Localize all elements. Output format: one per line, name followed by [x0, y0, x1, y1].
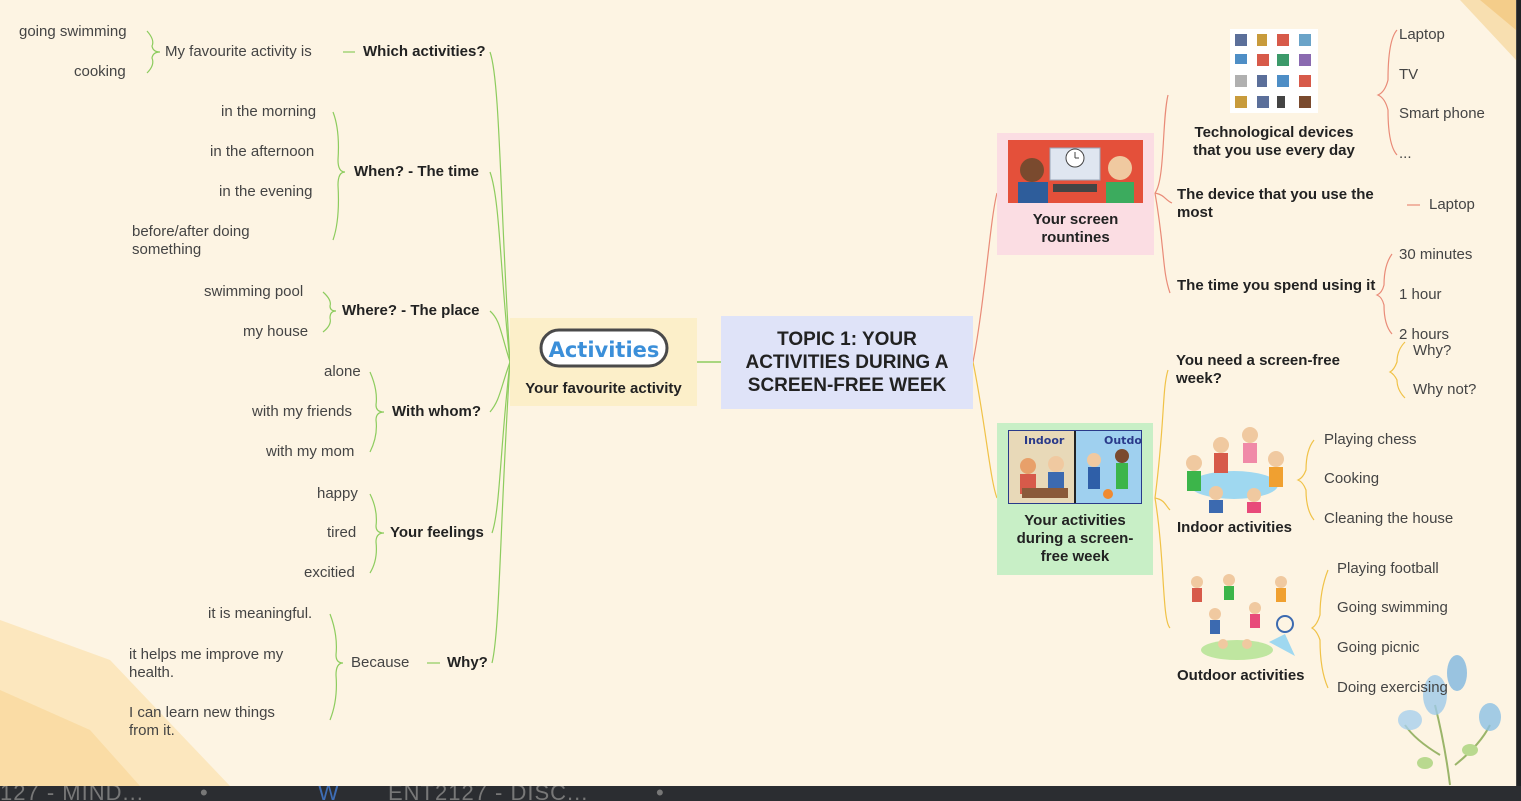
- why-item-1: it is meaningful.: [208, 605, 313, 622]
- whom-item-3: with my mom: [266, 443, 355, 460]
- where-item-1: swimming pool: [204, 283, 304, 300]
- outdoor-item-1: Playing football: [1337, 560, 1439, 577]
- indoor-item-3: Cleaning the house: [1324, 510, 1454, 527]
- node-screen-free-activities[interactable]: Indoor Outdoor Your activities during a …: [997, 423, 1153, 575]
- node-screen-routines-label: Your screen rountines: [1032, 211, 1119, 246]
- whom-item-2: with my friends: [252, 403, 353, 420]
- branch-outdoor[interactable]: Outdoor activities: [1177, 667, 1305, 684]
- taskbar-separator-1: •: [200, 786, 209, 801]
- most-used-item: Laptop: [1429, 196, 1475, 213]
- indoor-item-1: Playing chess: [1324, 431, 1417, 448]
- node-screen-routines[interactable]: Your screen rountines: [997, 133, 1154, 255]
- feelings-item-2: tired: [327, 524, 357, 541]
- where-item-2: my house: [243, 323, 309, 340]
- indoor-kids-image-icon: [1186, 427, 1284, 513]
- svg-text:Activities: Activities: [548, 338, 659, 362]
- which-item-1: going swimming: [19, 23, 127, 40]
- taskbar-item-1[interactable]: 127 - MIND...: [0, 786, 144, 801]
- node-favourite-activity-label: Your favourite activity: [525, 380, 682, 397]
- taskbar-item-2[interactable]: ENT2127 - DISC...: [388, 786, 589, 801]
- time-item-1: 30 minutes: [1399, 246, 1473, 263]
- when-item-3: in the evening: [219, 183, 313, 200]
- outdoor-item-4: Doing exercising: [1337, 679, 1448, 696]
- decorative-corner-bottom-left: [0, 620, 230, 786]
- why-item-2: it helps me improve my health.: [129, 646, 284, 681]
- branch-feelings[interactable]: Your feelings: [390, 524, 484, 541]
- device-item-2: TV: [1399, 66, 1419, 83]
- branch-devices[interactable]: Technological devices that you use every…: [1193, 124, 1355, 159]
- branch-need-screen-free[interactable]: You need a screen-free week?: [1176, 352, 1340, 387]
- branch-most-used[interactable]: The device that you use the most: [1177, 186, 1374, 221]
- device-item-4: ...: [1399, 145, 1412, 162]
- decorative-flower-icon: [1398, 655, 1501, 786]
- devices-grid-icon: [1230, 29, 1318, 113]
- when-item-2: in the afternoon: [210, 143, 315, 160]
- branch-when[interactable]: When? - The time: [354, 163, 479, 180]
- svg-text:Indoor: Indoor: [1024, 434, 1065, 447]
- outdoor-item-3: Going picnic: [1337, 639, 1420, 656]
- when-item-1: in the morning: [221, 103, 317, 120]
- which-item-2: cooking: [74, 63, 126, 80]
- device-item-3: Smart phone: [1399, 105, 1485, 122]
- branch-lines: [146, 29, 1420, 721]
- taskbar-app-icon[interactable]: W: [318, 786, 340, 801]
- indoor-outdoor-image-icon: Indoor Outdoor: [1008, 430, 1142, 504]
- screen-routines-image-icon: [1008, 140, 1143, 203]
- whom-item-1: alone: [324, 363, 361, 380]
- need-item-2: Why not?: [1413, 381, 1477, 398]
- device-item-1: Laptop: [1399, 26, 1445, 43]
- node-screen-free-activities-label: Your activities during a screen-free wee…: [1016, 512, 1134, 565]
- time-item-3: 2 hours: [1399, 326, 1450, 343]
- when-item-4: before/after doing something: [132, 223, 250, 258]
- branch-time-spent[interactable]: The time you spend using it: [1177, 277, 1376, 294]
- feelings-item-1: happy: [317, 485, 358, 502]
- node-favourite-activity[interactable]: Activities Your favourite activity: [510, 318, 697, 406]
- branch-with-whom[interactable]: With whom?: [392, 403, 482, 420]
- taskbar: 127 - MIND... • W ENT2127 - DISC... •: [0, 786, 1521, 801]
- time-item-2: 1 hour: [1399, 286, 1442, 303]
- outdoor-item-2: Going swimming: [1337, 599, 1448, 616]
- branch-which-activities[interactable]: Which activities?: [363, 43, 486, 60]
- outdoor-kids-image-icon: [1191, 574, 1295, 660]
- branch-indoor[interactable]: Indoor activities: [1177, 519, 1293, 536]
- feelings-item-3: excitied: [304, 564, 355, 581]
- decorative-corner-top-right: [1460, 0, 1516, 60]
- which-connector: My favourite activity is: [165, 43, 312, 60]
- activities-logo-icon: Activities: [539, 328, 668, 368]
- branch-why[interactable]: Why?: [447, 654, 488, 671]
- central-topic[interactable]: TOPIC 1: YOUR ACTIVITIES DURING A SCREEN…: [721, 316, 973, 409]
- branch-where[interactable]: Where? - The place: [342, 302, 480, 319]
- central-topic-title: TOPIC 1: YOUR ACTIVITIES DURING A SCREEN…: [745, 329, 949, 396]
- svg-text:Outdoor: Outdoor: [1104, 434, 1142, 447]
- need-item-1: Why?: [1413, 342, 1452, 359]
- indoor-item-2: Cooking: [1324, 470, 1380, 487]
- why-connector: Because: [351, 654, 410, 671]
- taskbar-separator-2: •: [656, 786, 665, 801]
- why-item-3: I can learn new things from it.: [129, 704, 275, 739]
- mind-map-canvas: TOPIC 1: YOUR ACTIVITIES DURING A SCREEN…: [0, 0, 1517, 786]
